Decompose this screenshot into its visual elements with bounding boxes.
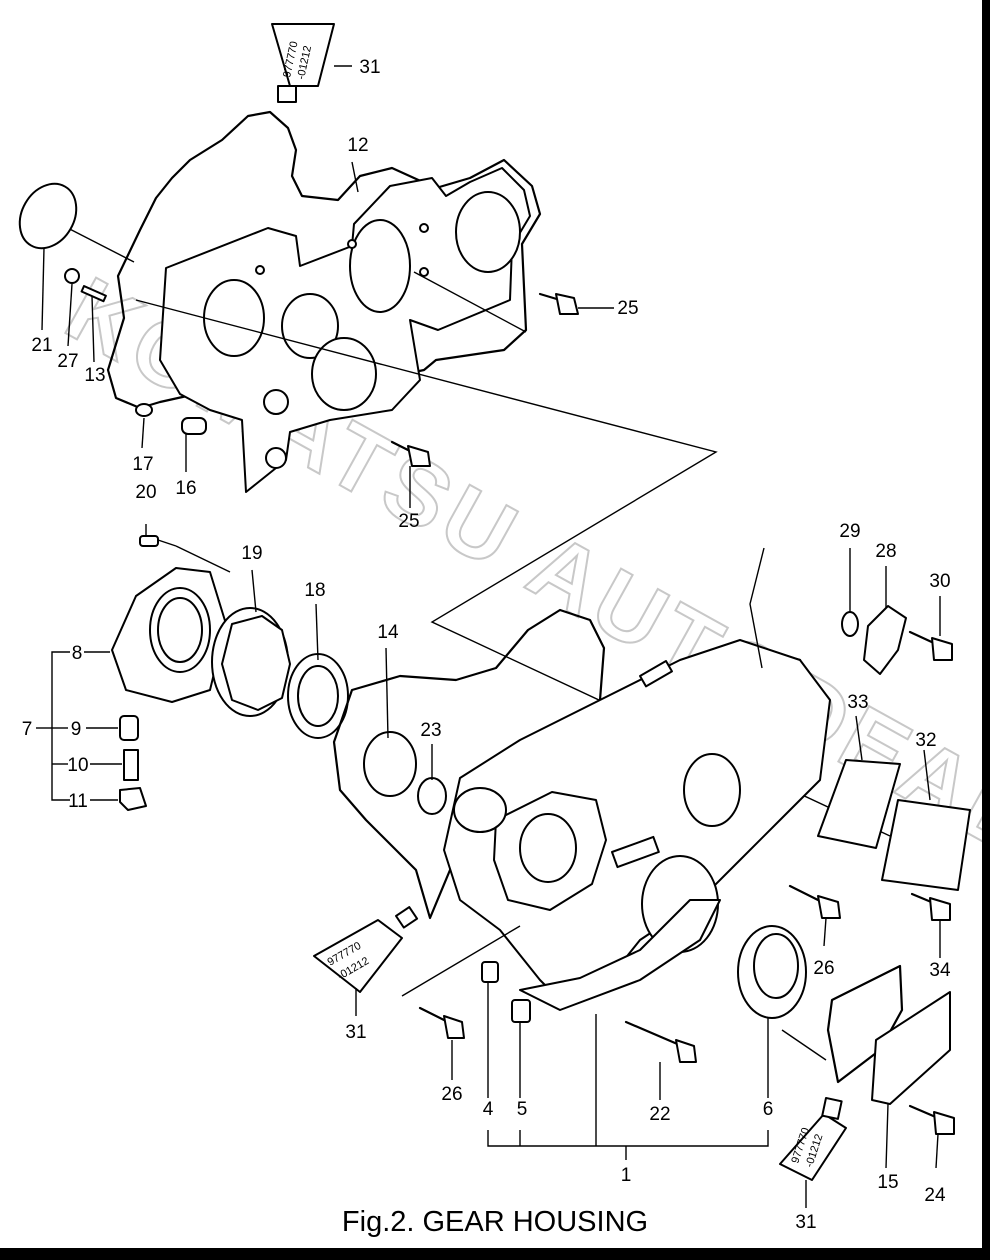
cover-28 (863, 605, 907, 675)
label-28: 28 (875, 541, 896, 562)
callout-labels: 31 12 21 27 13 25 17 16 25 20 19 18 8 7 … (22, 57, 951, 1233)
label-30: 30 (929, 571, 950, 592)
label-22: 22 (649, 1104, 670, 1125)
o-ring-17 (135, 403, 153, 417)
label-26-lower: 26 (441, 1084, 462, 1105)
label-25-lower: 25 (398, 511, 419, 532)
pump-rotor-inner-18 (287, 653, 349, 739)
label-9: 9 (71, 719, 82, 740)
figure-caption: Fig.2. GEAR HOUSING (341, 1206, 649, 1238)
label-23: 23 (420, 720, 441, 741)
screw-20 (139, 535, 231, 573)
valve-9 (119, 715, 139, 741)
right-border (982, 0, 990, 1260)
label-27: 27 (57, 351, 78, 372)
gear-housing-body (443, 639, 831, 1011)
label-10: 10 (67, 755, 88, 776)
oil-seal-6 (737, 925, 807, 1019)
cover-14 (363, 731, 417, 797)
label-16: 16 (175, 478, 196, 499)
o-ring-29 (841, 611, 859, 637)
leader-lines (36, 161, 941, 1208)
plug-4 (481, 961, 499, 983)
label-13: 13 (84, 365, 105, 386)
label-31-left: 31 (345, 1022, 366, 1043)
label-8: 8 (72, 643, 83, 664)
label-31-top: 31 (359, 57, 380, 78)
label-20: 20 (135, 482, 156, 503)
o-ring-21 (18, 182, 78, 250)
gasket-33 (817, 759, 901, 849)
bolt-25-upper (538, 292, 579, 315)
bolt-24 (908, 1104, 955, 1135)
bolt-26-right (788, 884, 841, 919)
label-21: 21 (31, 335, 52, 356)
sealant-tube-left: 977770 -01212 (313, 906, 419, 993)
label-19: 19 (241, 543, 262, 564)
label-7: 7 (22, 719, 33, 740)
spring-10 (123, 749, 139, 781)
o-ring-23 (417, 777, 447, 815)
bolt-30 (908, 630, 953, 661)
label-4: 4 (483, 1099, 494, 1120)
label-12: 12 (347, 135, 368, 156)
label-14: 14 (377, 622, 399, 643)
dowel-16 (181, 417, 207, 435)
guide-line-bolt25 (413, 271, 527, 333)
label-18: 18 (304, 580, 325, 601)
bolt-26-lower (418, 1006, 465, 1039)
label-1: 1 (621, 1165, 632, 1186)
bolt-22 (624, 1020, 697, 1063)
cover-32 (881, 799, 971, 891)
label-5: 5 (517, 1099, 528, 1120)
label-26-right: 26 (813, 958, 834, 979)
sealant-tube-right: 977770 -01212 (779, 1097, 847, 1181)
label-24: 24 (924, 1185, 946, 1206)
oil-pump-cover-8 (111, 567, 227, 703)
label-25-upper: 25 (617, 298, 638, 319)
sealant-tube-top: 977770 -01212 (271, 23, 352, 103)
plug-11 (119, 787, 147, 811)
bolt-34 (910, 892, 951, 921)
label-31-bottom: 31 (795, 1212, 816, 1233)
plug-5 (511, 999, 531, 1023)
label-17: 17 (132, 454, 153, 475)
bottom-border (0, 1248, 990, 1260)
label-15: 15 (877, 1172, 898, 1193)
label-34: 34 (929, 960, 951, 981)
label-6: 6 (763, 1099, 774, 1120)
label-32: 32 (915, 730, 936, 751)
gasket-12 (106, 110, 542, 410)
pump-rotor-outer-19 (211, 607, 291, 717)
label-11: 11 (68, 791, 88, 812)
label-33: 33 (847, 692, 868, 713)
bolt-25-lower (390, 440, 431, 467)
label-29: 29 (839, 521, 860, 542)
bolt-27 (64, 268, 107, 303)
cover-15 (871, 991, 951, 1105)
